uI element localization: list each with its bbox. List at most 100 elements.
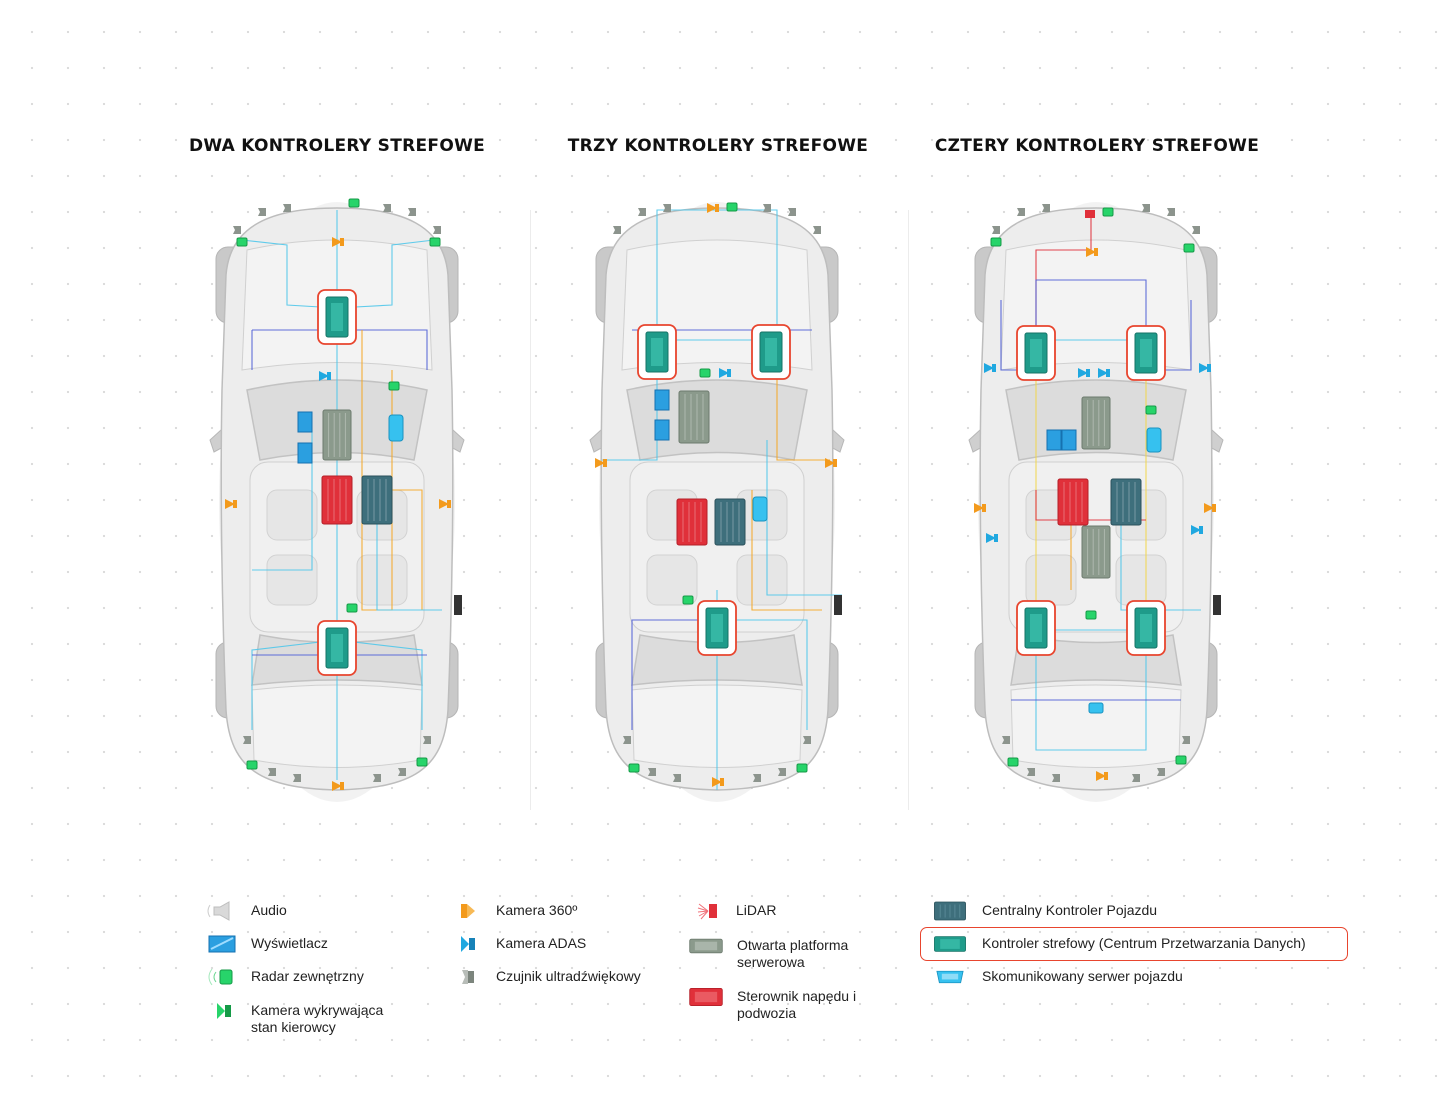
zone-controller-core (331, 634, 343, 662)
windshield (626, 379, 808, 461)
legend-item-connected-server: Skomunikowany serwer pojazdu (928, 964, 1183, 990)
adas-camera-body (727, 369, 731, 377)
ultrasonic-sensor (258, 208, 266, 216)
camera-360 (1096, 771, 1106, 781)
seat (736, 554, 788, 606)
ultrasonic-sensor (1132, 774, 1140, 782)
divider-right (908, 210, 909, 810)
wire (252, 430, 313, 571)
ultrasonic-sensor (1157, 768, 1165, 776)
ultrasonic-sensor (1042, 204, 1050, 212)
ultrasonic-sensor (408, 208, 416, 216)
display (654, 419, 670, 441)
display-icon (205, 931, 241, 957)
legend-item-camera-360: Kamera 360º (450, 898, 577, 924)
camera-360 (825, 458, 835, 468)
adas-camera-body (327, 372, 331, 380)
camera-360-icon (450, 898, 486, 924)
ultrasonic-sensor (638, 208, 646, 216)
server-platform (1081, 396, 1111, 450)
adas-camera (1078, 368, 1088, 378)
camera-360-body (340, 782, 344, 790)
radar-sensor (796, 763, 808, 773)
trunk (1010, 684, 1182, 768)
car-body (209, 202, 465, 802)
adas-camera-body (994, 534, 998, 542)
legend-item-ultrasonic: Czujnik ultradźwiękowy (450, 964, 641, 990)
radar-sensor (416, 757, 428, 767)
drive-controller (321, 475, 353, 525)
drive-controller-icon (685, 984, 727, 1010)
camera-360-body (1104, 772, 1108, 780)
radar-sensor (429, 237, 441, 247)
audio-icon (205, 898, 241, 924)
display (297, 442, 313, 464)
radar-sensor (682, 595, 694, 605)
radar-sensor (1007, 757, 1019, 767)
driver-camera-icon (205, 998, 241, 1024)
camera-360-body (233, 500, 237, 508)
ultrasonic-sensor (753, 774, 761, 782)
legend-item-central-controller: Centralny Kontroler Pojazdu (928, 898, 1157, 924)
ultrasonic-sensor (992, 226, 1000, 234)
central-controller (714, 498, 746, 546)
camera-360 (225, 499, 235, 509)
wire (336, 239, 435, 309)
legend-highlight-zone-controller (920, 927, 1348, 961)
ultrasonic-sensor (233, 226, 241, 234)
camera-360-body (982, 504, 986, 512)
car-diagram-four-zones (968, 202, 1224, 802)
adas-camera (1098, 368, 1108, 378)
zone-controller-core (331, 303, 343, 331)
ultrasonic-sensor (423, 736, 431, 744)
display (1061, 429, 1077, 451)
components (595, 202, 842, 790)
ultrasonic-sensor (433, 226, 441, 234)
ultrasonic-sensor (803, 736, 811, 744)
central-controller-icon (928, 898, 972, 924)
wire (241, 239, 338, 309)
seat (356, 554, 408, 606)
drive-controller (1057, 478, 1089, 526)
adas-camera-body (1106, 369, 1110, 377)
camera-360 (332, 237, 342, 247)
driver-camera-mount (1213, 595, 1221, 615)
connected-server (752, 496, 768, 522)
adas-camera (1191, 525, 1201, 535)
camera-360 (1204, 503, 1214, 513)
radar-sensor (1183, 243, 1195, 253)
display (297, 411, 313, 433)
radar-sensor (346, 603, 358, 613)
ultrasonic-sensor (1027, 768, 1035, 776)
zone-controller-core (1140, 614, 1152, 642)
server-platform (678, 390, 710, 444)
legend-item-server-platform: Otwarta platforma serwerowa (685, 933, 867, 971)
ultrasonic-sensor (788, 208, 796, 216)
zone-controller-core (1030, 339, 1042, 367)
adas-camera-body (1207, 364, 1211, 372)
legend-item-driver-camera: Kamera wykrywająca stan kierowcy (205, 998, 411, 1036)
adas-camera (984, 363, 994, 373)
adas-camera (319, 371, 329, 381)
camera-360-body (715, 204, 719, 212)
radar-sensor (246, 760, 258, 770)
wire (631, 619, 717, 730)
ultrasonic-sensor (1052, 774, 1060, 782)
connected-server (1146, 427, 1162, 453)
title-three-zones: TRZY KONTROLERY STREFOWE (567, 136, 869, 156)
ultrasonic-sensor (1167, 208, 1175, 216)
camera-360-body (833, 459, 837, 467)
camera-360-body (447, 500, 451, 508)
legend: Audio Wyświetlacz Radar zewnętrzny Kamer… (0, 895, 1440, 1075)
zone-controller-core (651, 338, 663, 366)
seat (266, 554, 318, 606)
wire (251, 639, 338, 730)
zone-controller-core (711, 614, 723, 642)
seat (1115, 554, 1167, 606)
adas-camera-body (1086, 369, 1090, 377)
central-controller (1110, 478, 1142, 526)
car-diagram-three-zones (589, 202, 845, 802)
radar-sensor (1145, 405, 1157, 415)
camera-360-body (1212, 504, 1216, 512)
legend-item-adas-camera: Kamera ADAS (450, 931, 586, 957)
